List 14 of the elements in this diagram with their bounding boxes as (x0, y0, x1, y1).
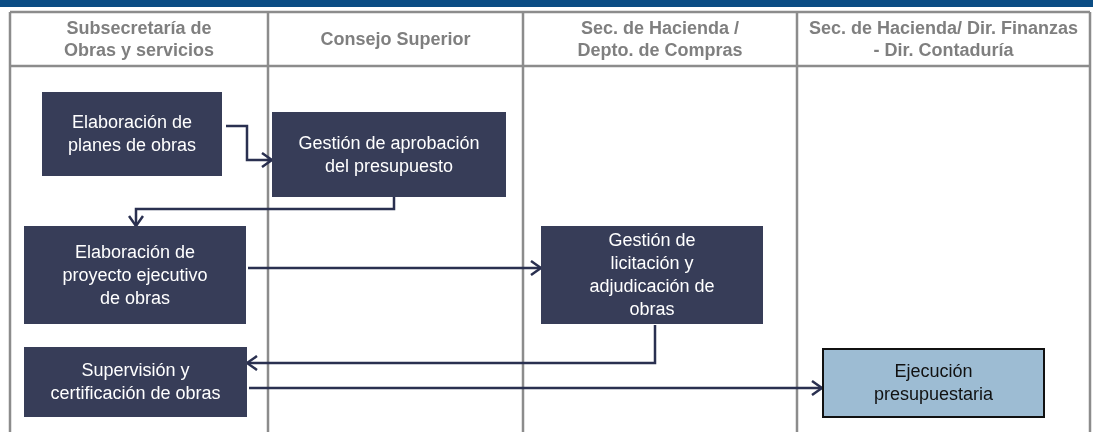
arrow (249, 379, 824, 397)
arrow (127, 196, 396, 228)
highlighted-process-box: Ejecución presupuestaria (822, 348, 1045, 418)
process-box: Supervisión y certificación de obras (24, 347, 247, 417)
arrow (226, 124, 274, 169)
lane-header: Sec. de Hacienda/ Dir. Finanzas - Dir. Contaduría (808, 17, 1079, 61)
process-box: Gestión de aprobación del presupuesto (272, 112, 506, 197)
process-box: Gestión de licitación y adjudicación de obras (541, 226, 763, 324)
arrow (248, 259, 543, 277)
process-box: Elaboración de planes de obras (42, 92, 222, 176)
lane-header: Sec. de Hacienda / Depto. de Compras (576, 17, 744, 61)
lane-header: Consejo Superior (320, 28, 471, 50)
lane-header: Subsecretaría de Obras y servicios (62, 17, 216, 61)
process-box: Elaboración de proyecto ejecutivo de obras (24, 226, 246, 324)
